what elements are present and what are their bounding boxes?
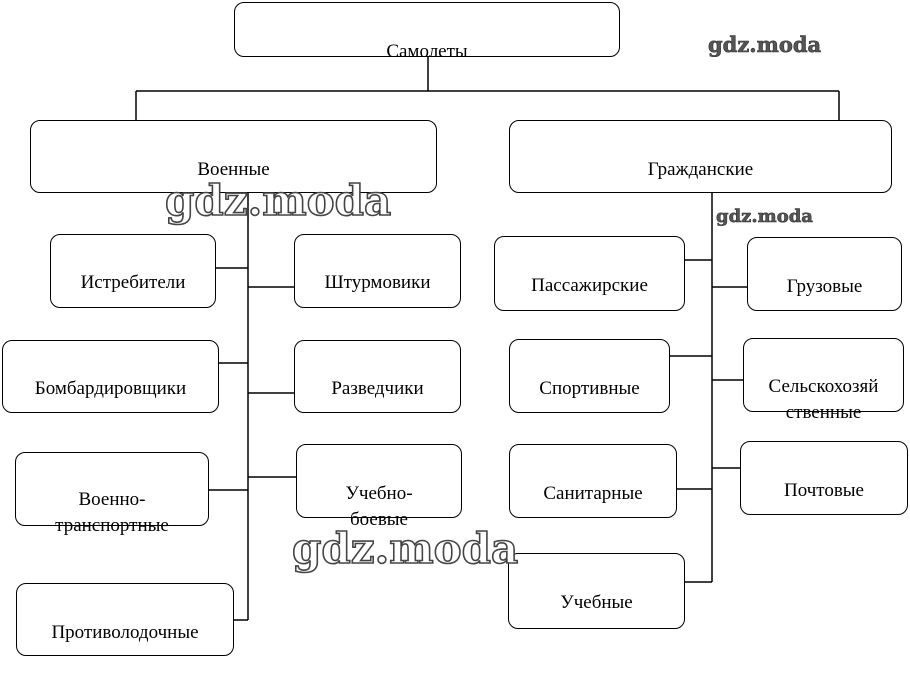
node-transport-label: Военно- транспортные [55,489,169,536]
node-trainer-combat-label: Учебно- боевые [345,483,413,530]
node-sport-label: Спортивные [539,378,640,399]
node-agri-label: Сельскохозяй ственные [768,376,879,423]
node-agri: Сельскохозяй ственные [743,338,904,423]
node-root: Самолеты [234,2,620,62]
node-transport: Военно- транспортные [15,452,209,536]
node-bombers: Бомбардировщики [2,340,219,413]
node-trainer-combat: Учебно- боевые [296,444,462,530]
node-fighters-label: Истребители [80,272,186,293]
node-training-label: Учебные [560,592,633,613]
node-fighters: Истребители [50,234,216,308]
node-attack: Штурмовики [294,234,461,308]
node-antisub-label: Противолодочные [51,622,199,643]
node-medical: Санитарные [509,444,677,518]
node-cargo-label: Грузовые [786,276,863,297]
node-military: Военные [30,120,437,193]
watermark-top-right: gdz.moda [708,32,822,58]
watermark-center: gdz.moda [291,523,519,574]
node-passenger-label: Пассажирские [531,275,648,296]
node-antisub: Противолодочные [16,583,234,656]
watermark-upper-left: gdz.moda [164,175,392,226]
node-military-label: Военные [197,159,270,180]
node-medical-label: Санитарные [543,483,643,504]
node-civil: Гражданские [509,120,892,193]
node-bombers-label: Бомбардировщики [34,378,187,399]
node-passenger: Пассажирские [494,236,685,311]
node-recon: Разведчики [294,340,461,413]
node-mail: Почтовые [740,441,908,515]
node-training: Учебные [508,553,685,629]
watermark-civil: gdz.moda [716,206,814,228]
node-attack-label: Штурмовики [324,272,431,293]
node-mail-label: Почтовые [783,480,864,501]
node-civil-label: Гражданские [647,159,754,180]
node-sport: Спортивные [509,339,670,413]
node-recon-label: Разведчики [331,378,424,399]
node-cargo: Грузовые [747,237,902,311]
node-root-label: Самолеты [386,41,468,62]
